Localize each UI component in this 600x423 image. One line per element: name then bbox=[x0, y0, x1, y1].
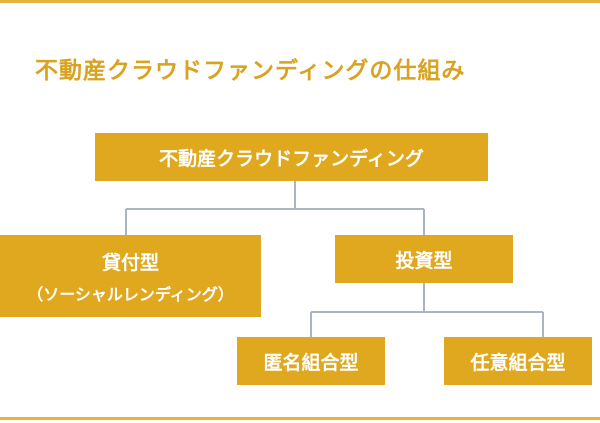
node-anonymous-partnership: 匿名組合型 bbox=[237, 337, 385, 385]
node-label: 不動産クラウドファンディング bbox=[159, 147, 424, 170]
node-label: 任意組合型 bbox=[470, 351, 566, 374]
node-loan-type: 貸付型 （ソーシャルレンディング） bbox=[0, 235, 261, 317]
node-label: 貸付型 bbox=[101, 251, 159, 274]
node-sublabel: （ソーシャルレンディング） bbox=[27, 284, 234, 304]
node-label: 匿名組合型 bbox=[263, 351, 359, 374]
node-label: 投資型 bbox=[395, 249, 453, 272]
diagram-title: 不動産クラウドファンディングの仕組み bbox=[35, 58, 466, 84]
connector-lines bbox=[125, 181, 544, 337]
node-investment-type: 投資型 bbox=[335, 235, 513, 283]
node-voluntary-partnership: 任意組合型 bbox=[444, 337, 592, 385]
node-real-estate-crowdfunding: 不動産クラウドファンディング bbox=[95, 133, 488, 181]
